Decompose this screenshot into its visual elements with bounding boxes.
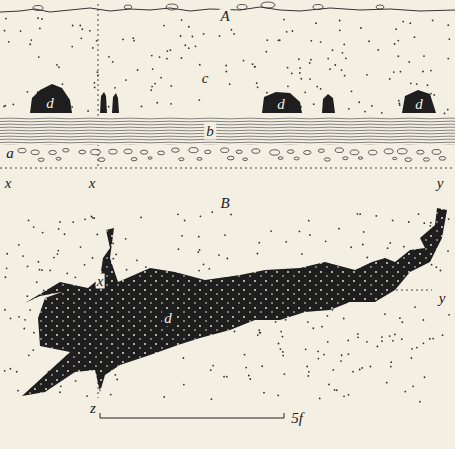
figure-letter: x <box>4 176 13 191</box>
figure-letter: A <box>219 9 230 24</box>
figure-letter: c <box>201 71 210 86</box>
scale-bar <box>100 413 284 418</box>
sand-pipe-outline <box>402 90 436 113</box>
stratum-letter: d <box>413 96 425 113</box>
figure-letter: y <box>438 291 447 306</box>
figure-letter: x <box>96 274 105 289</box>
stratum-letter: d <box>275 96 287 113</box>
sand-texture <box>3 17 450 402</box>
sand-pipe-plan-shape <box>20 205 450 400</box>
gravel-bed <box>18 148 446 162</box>
sand-pipe-outline <box>30 84 72 113</box>
figure-letter: B <box>219 196 230 211</box>
sand-pipe-outline <box>262 92 302 113</box>
stratum-letter: d <box>162 310 174 327</box>
clay-band-outline <box>0 117 455 145</box>
figure-letter: a <box>5 146 15 161</box>
sand-pipe: d <box>260 90 304 115</box>
sand-pipe: d <box>28 82 74 115</box>
stratum-letter: d <box>44 95 56 112</box>
figure-letter: y <box>436 176 445 191</box>
figure-letter: 5f <box>290 411 304 426</box>
sand-pipes <box>100 92 335 113</box>
clay-band-shape <box>0 117 455 145</box>
figure-letter: x <box>88 176 97 191</box>
figure-letter: z <box>89 401 97 416</box>
surface-pebbles <box>33 2 384 11</box>
sand-pipe-plan: d <box>20 205 450 400</box>
sand-pipe: d <box>400 88 438 115</box>
stratum-letter: b <box>204 123 216 140</box>
sand-pipe-plan-outline <box>22 208 447 396</box>
section-line <box>0 168 455 169</box>
clay-band: b <box>0 117 455 145</box>
